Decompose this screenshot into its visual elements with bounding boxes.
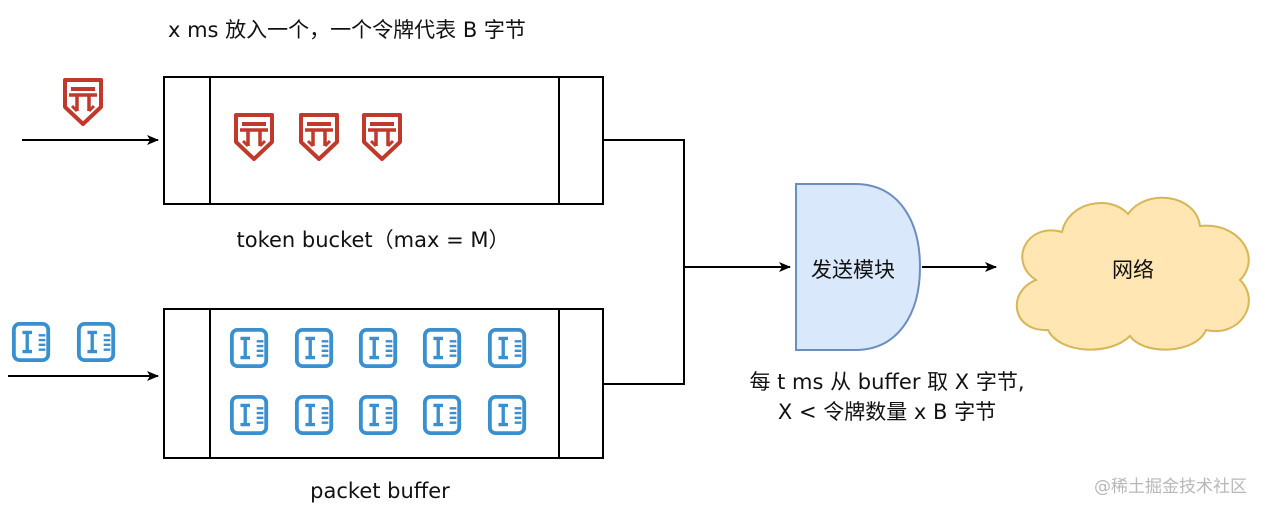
send-module-label: 发送模块 [811,258,895,282]
watermark: @稀土掘金技术社区 [1094,477,1247,497]
packet-buffer-label: packet buffer [310,479,450,503]
token-bucket-label: token bucket（max = M） [236,228,510,252]
send-module-shape [795,183,922,351]
token-bucket [163,76,604,205]
token-rate-caption: x ms 放入一个，一个令牌代表 B 字节 [168,18,526,42]
network-cloud-shape [1015,196,1250,351]
incoming-packet-icon [11,321,51,363]
incoming-packet-icon [76,321,116,363]
incoming-token-icon [63,78,103,126]
send-rule-line-1: 每 t ms 从 buffer 取 X 字节, [749,370,1025,394]
bucket-to-module-connector [603,139,685,267]
buffer-to-module-connector [603,267,685,385]
send-rule-line-2: X < 令牌数量 x B 字节 [777,400,997,424]
network-label: 网络 [1112,258,1154,282]
